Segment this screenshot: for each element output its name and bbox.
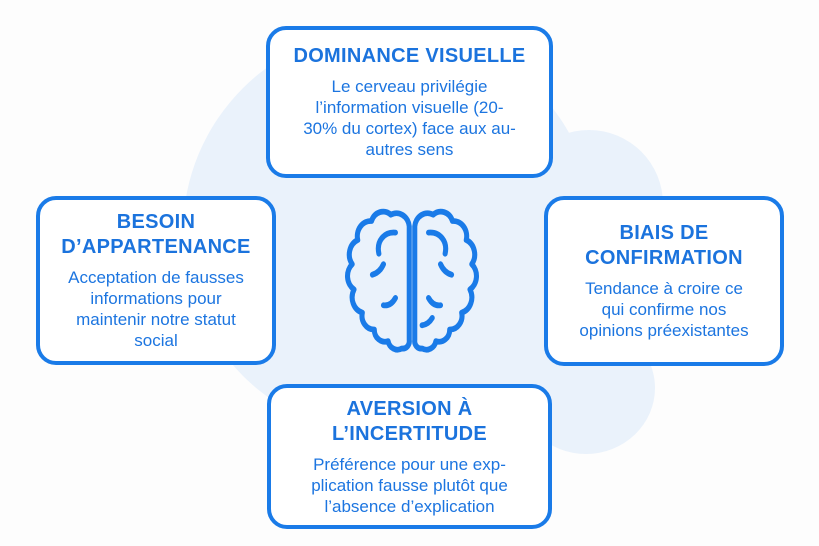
card-title: AVERSION À L’INCERTITUDE — [331, 397, 487, 445]
card-description: Le cerveau privilégie l’information visu… — [303, 77, 516, 159]
card-dominance-visuelle: DOMINANCE VISUELLE Le cerveau privilégie… — [266, 26, 553, 178]
brain-icon — [343, 201, 481, 359]
card-title: DOMINANCE VISUELLE — [293, 45, 526, 67]
card-description: Tendance à croire ce qui confirme nos op… — [579, 279, 749, 340]
card-besoin-appartenance: BESOIN D’APPARTENANCE Acceptation de fau… — [36, 196, 276, 365]
card-title: BESOIN D’APPARTENANCE — [61, 211, 251, 258]
card-aversion-incertitude: AVERSION À L’INCERTITUDE Préférence pour… — [267, 384, 552, 529]
card-description: Préférence pour une exp- plication fauss… — [311, 454, 508, 516]
card-description: Acceptation de fausses informations pour… — [68, 268, 244, 350]
card-biais-confirmation: BIAIS DE CONFIRMATION Tendance à croire … — [544, 196, 784, 366]
card-title: BIAIS DE CONFIRMATION — [585, 222, 743, 269]
